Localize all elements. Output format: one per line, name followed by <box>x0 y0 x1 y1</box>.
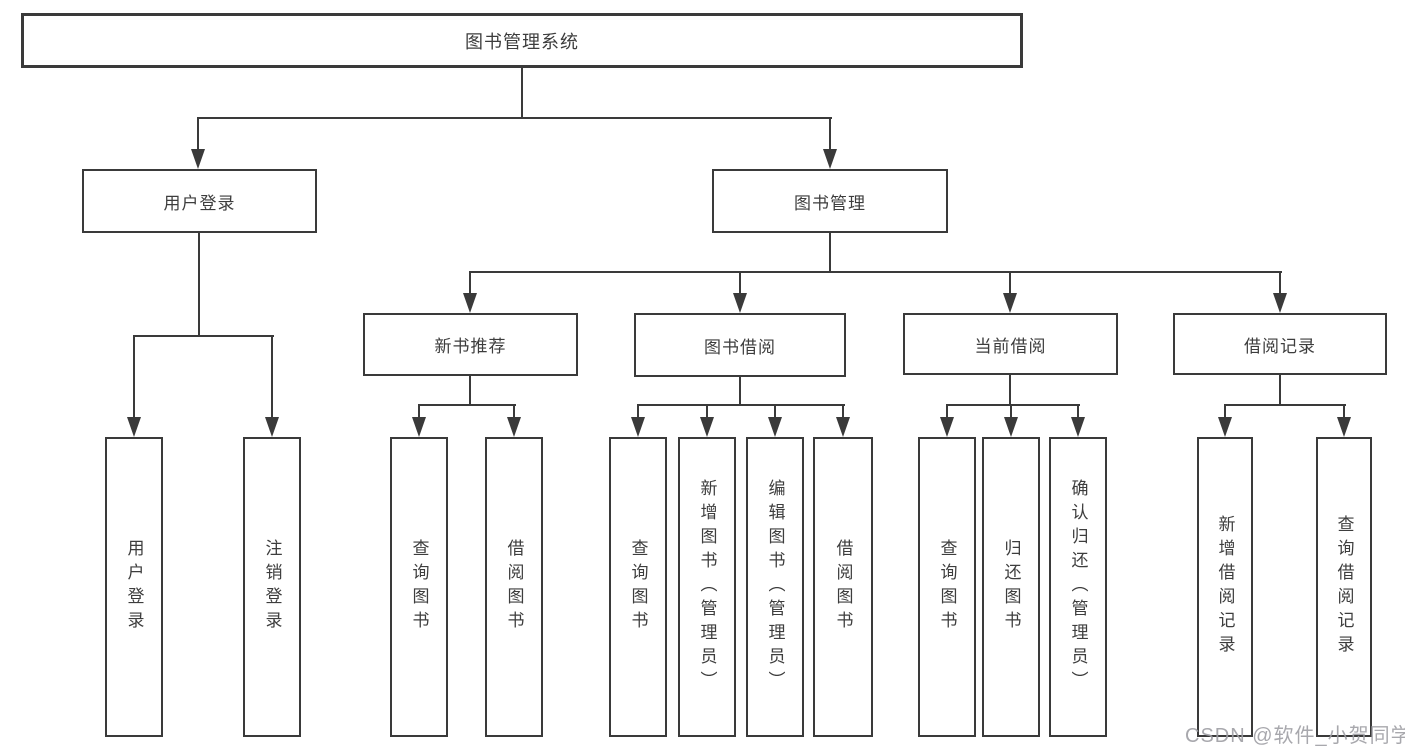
connector-line <box>946 404 948 420</box>
connector-arrowhead-icon <box>836 417 850 437</box>
connector-line <box>1279 271 1281 297</box>
connector-line <box>198 233 200 337</box>
leaf-br-add-record: 新增借阅记录 <box>1197 437 1253 737</box>
connector-arrowhead-icon <box>507 417 521 437</box>
connector-line <box>706 404 708 420</box>
node-new-book-recommend: 新书推荐 <box>363 313 578 376</box>
connector-arrowhead-icon <box>940 417 954 437</box>
leaf-nbr-borrow-books: 借阅图书 <box>485 437 543 737</box>
leaf-bb-borrow-books: 借阅图书 <box>813 437 873 737</box>
node-current-borrow: 当前借阅 <box>903 313 1118 375</box>
connector-arrowhead-icon <box>1004 417 1018 437</box>
node-borrow-records: 借阅记录 <box>1173 313 1387 375</box>
leaf-bb-edit-books-admin: 编辑图书（管理员） <box>746 437 804 737</box>
connector-line <box>418 404 516 406</box>
connector-line <box>469 271 471 297</box>
connector-line <box>637 404 639 420</box>
connector-line <box>1343 404 1345 420</box>
node-book-management: 图书管理 <box>712 169 948 233</box>
connector-line <box>1009 271 1011 297</box>
connector-line <box>418 404 420 420</box>
leaf-nbr-query-books: 查询图书 <box>390 437 448 737</box>
node-library-system: 图书管理系统 <box>21 13 1023 68</box>
connector-line <box>1010 404 1012 420</box>
connector-arrowhead-icon <box>1071 417 1085 437</box>
connector-line <box>1009 375 1011 406</box>
connector-line <box>197 117 199 153</box>
connector-line <box>829 233 831 273</box>
connector-line <box>1077 404 1079 420</box>
leaf-br-query-record: 查询借阅记录 <box>1316 437 1372 737</box>
connector-arrowhead-icon <box>768 417 782 437</box>
connector-arrowhead-icon <box>700 417 714 437</box>
connector-arrowhead-icon <box>1337 417 1351 437</box>
connector-arrowhead-icon <box>1003 293 1017 313</box>
connector-arrowhead-icon <box>463 293 477 313</box>
connector-line <box>133 335 274 337</box>
connector-arrowhead-icon <box>631 417 645 437</box>
connector-line <box>197 117 832 119</box>
connector-line <box>271 335 273 419</box>
leaf-cb-query-books: 查询图书 <box>918 437 976 737</box>
connector-arrowhead-icon <box>412 417 426 437</box>
connector-arrowhead-icon <box>1218 417 1232 437</box>
leaf-user-login: 用户登录 <box>105 437 163 737</box>
connector-line <box>133 335 135 419</box>
connector-arrowhead-icon <box>127 417 141 437</box>
connector-line <box>946 404 1080 406</box>
leaf-cb-return-books: 归还图书 <box>982 437 1040 737</box>
leaf-bb-add-books-admin: 新增图书（管理员） <box>678 437 736 737</box>
node-user-login: 用户登录 <box>82 169 317 233</box>
connector-arrowhead-icon <box>1273 293 1287 313</box>
connector-line <box>521 68 523 118</box>
connector-line <box>774 404 776 420</box>
connector-line <box>513 404 515 420</box>
connector-arrowhead-icon <box>265 417 279 437</box>
leaf-cb-confirm-return-admin: 确认归还（管理员） <box>1049 437 1107 737</box>
connector-arrowhead-icon <box>823 149 837 169</box>
csdn-watermark: CSDN @软件_小贺同学 <box>1185 725 1405 747</box>
connector-line <box>637 404 845 406</box>
connector-line <box>469 271 1282 273</box>
node-book-borrow: 图书借阅 <box>634 313 846 377</box>
connector-arrowhead-icon <box>191 149 205 169</box>
connector-line <box>829 117 831 153</box>
connector-line <box>842 404 844 420</box>
connector-line <box>739 271 741 297</box>
connector-line <box>1224 404 1226 420</box>
connector-line <box>739 377 741 406</box>
leaf-bb-query-books: 查询图书 <box>609 437 667 737</box>
connector-line <box>469 376 471 406</box>
connector-line <box>1279 375 1281 406</box>
connector-arrowhead-icon <box>733 293 747 313</box>
leaf-logout: 注销登录 <box>243 437 301 737</box>
connector-line <box>1224 404 1346 406</box>
